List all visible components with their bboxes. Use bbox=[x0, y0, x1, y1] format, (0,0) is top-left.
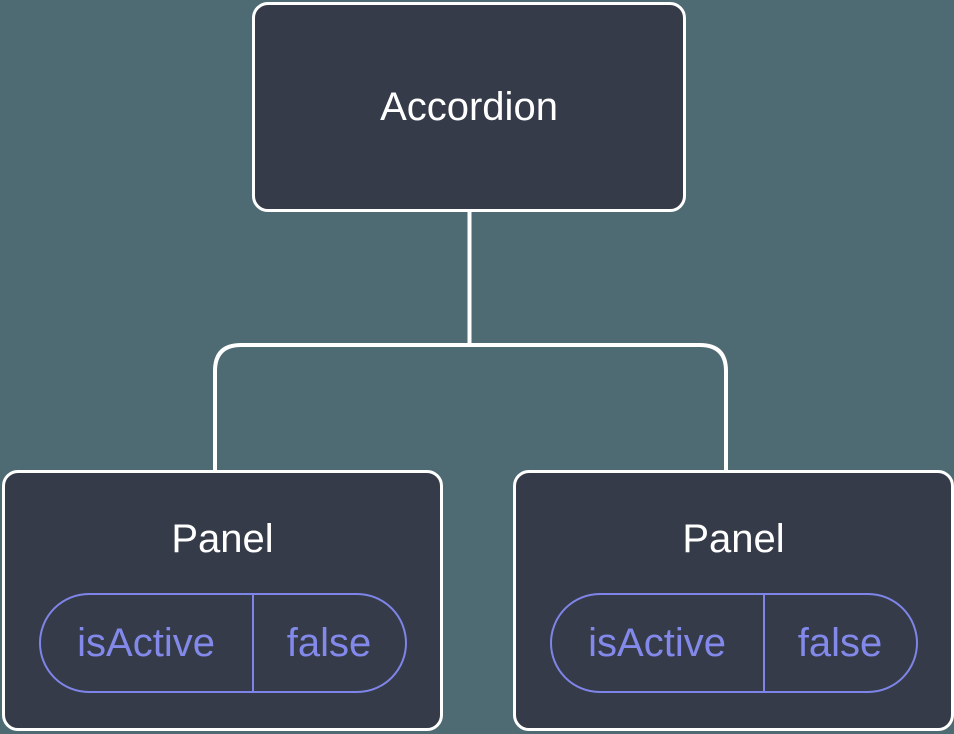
state-key: isActive bbox=[552, 595, 765, 691]
panel-node-right: Panel isActive false bbox=[513, 470, 954, 731]
panel-node-label: Panel bbox=[682, 517, 785, 561]
state-pill: isActive false bbox=[38, 593, 407, 693]
panel-node-label: Panel bbox=[171, 517, 274, 561]
panel-node-left: Panel isActive false bbox=[2, 470, 443, 731]
state-value: false bbox=[286, 620, 372, 665]
connector-branch bbox=[213, 343, 728, 472]
state-value: false bbox=[797, 620, 883, 665]
state-key: isActive bbox=[41, 595, 254, 691]
state-pill: isActive false bbox=[549, 593, 918, 693]
accordion-node: Accordion bbox=[252, 2, 686, 212]
accordion-node-label: Accordion bbox=[380, 85, 558, 129]
